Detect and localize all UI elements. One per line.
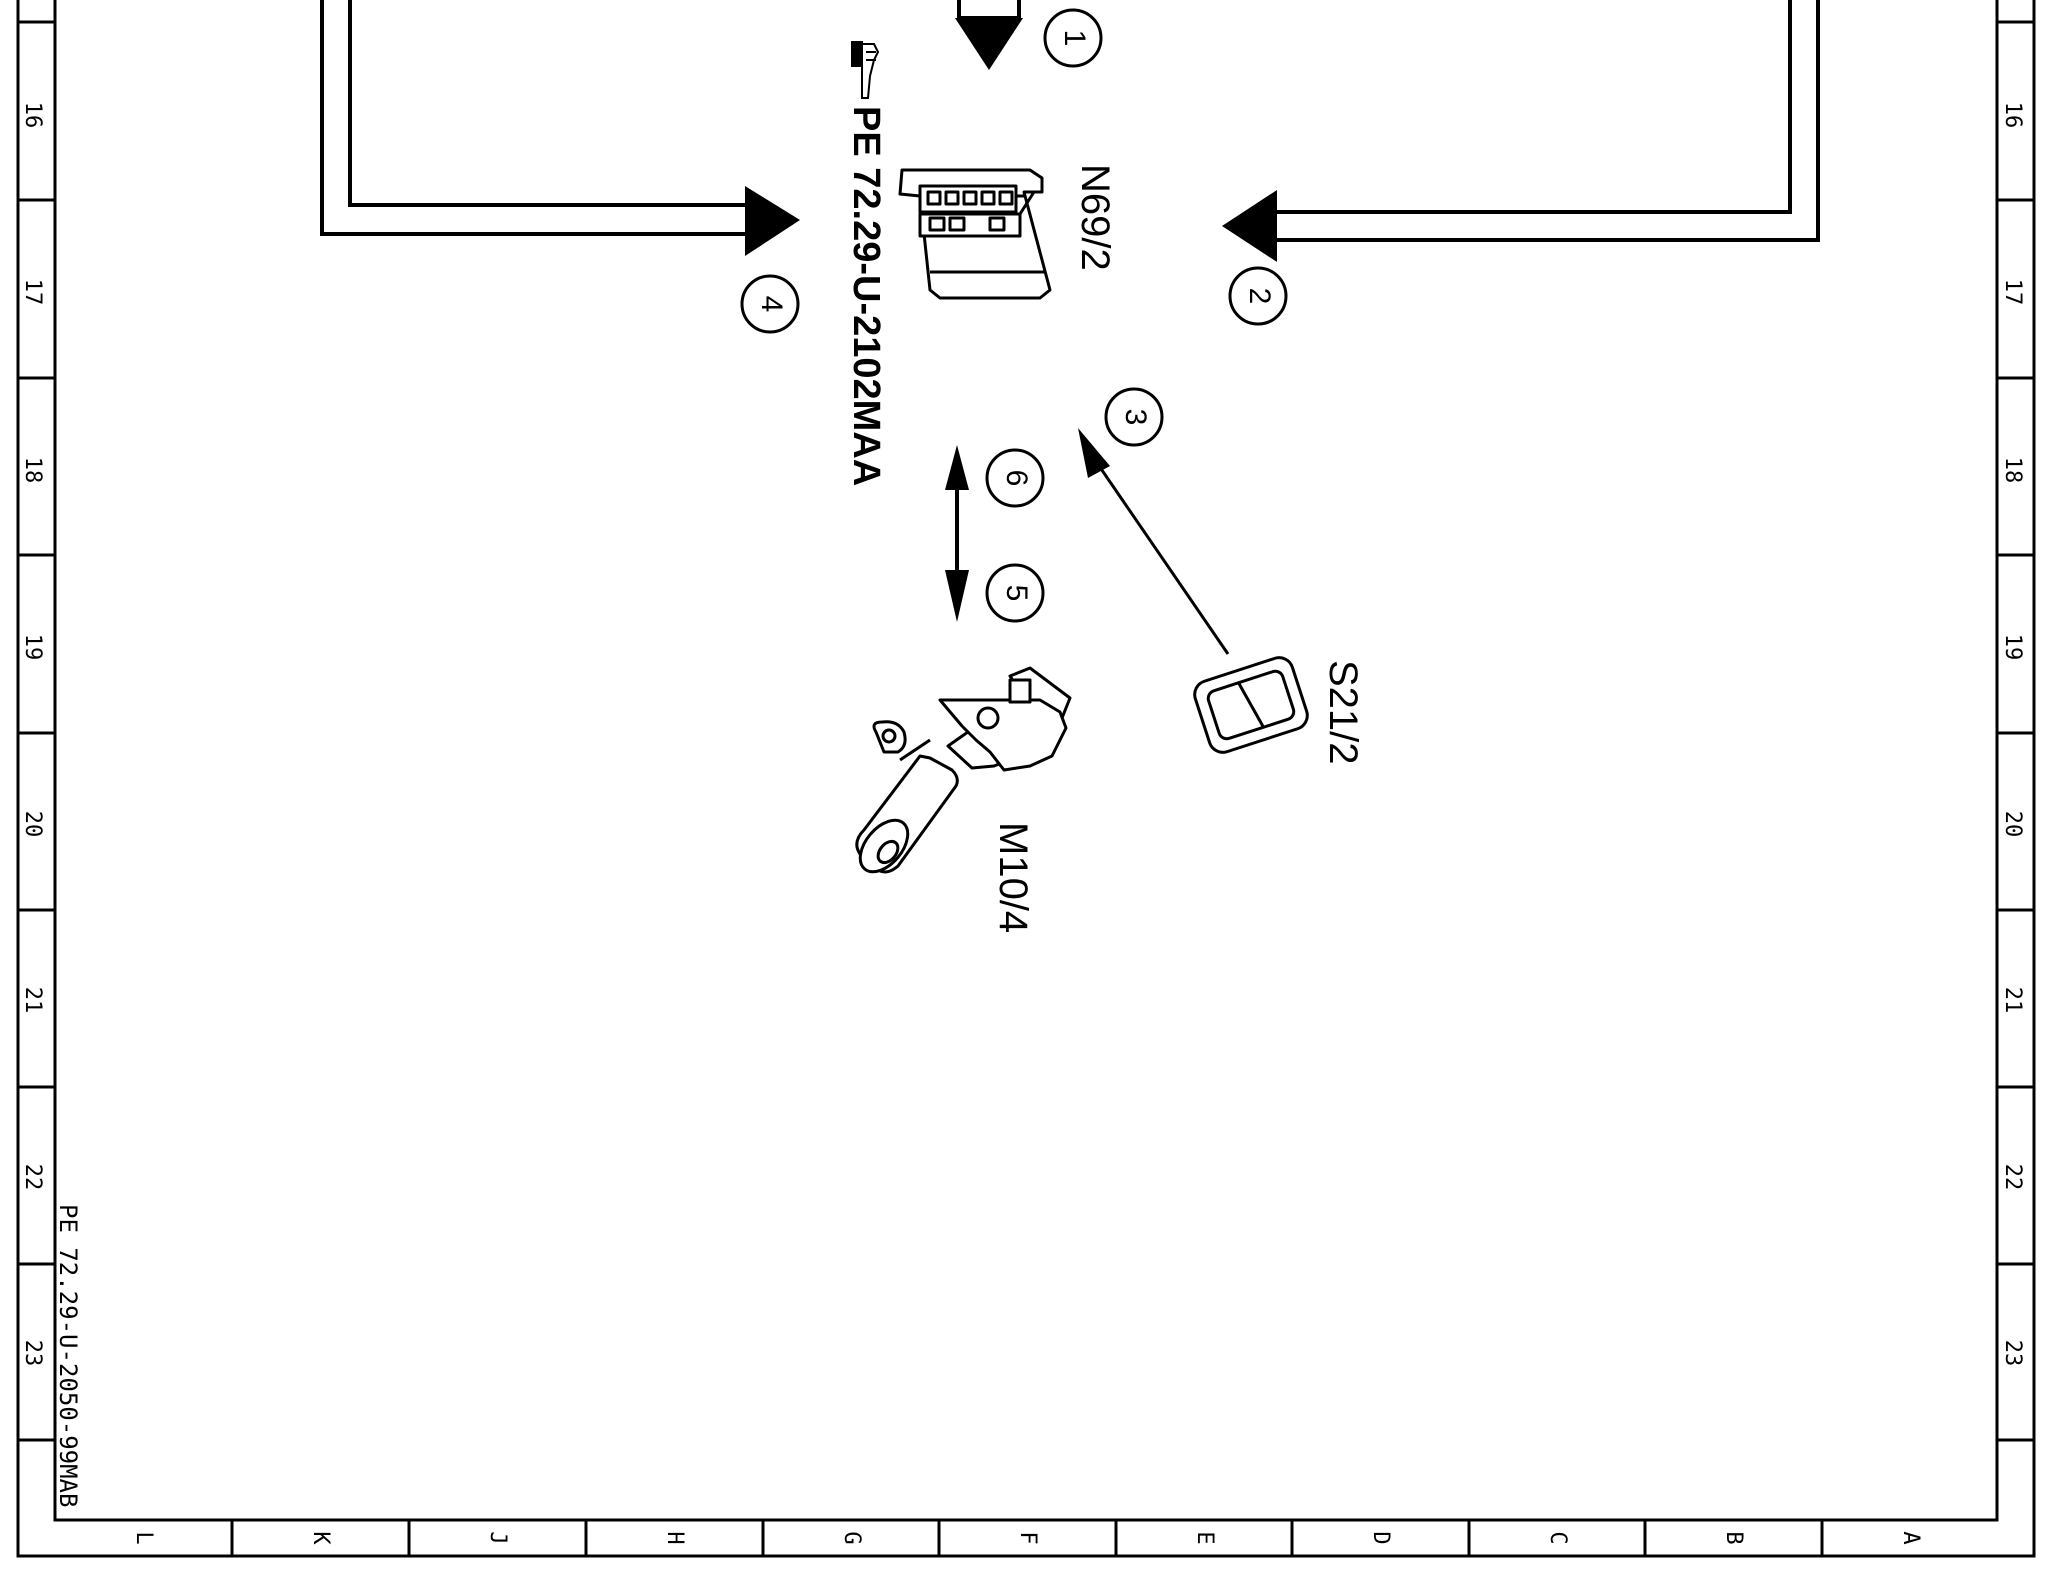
row-label-22-right: 22 (2000, 1164, 2025, 1191)
row-label-16-right: 16 (2000, 102, 2025, 129)
motor-link-arrow (945, 445, 969, 622)
row-label-18-right: 18 (2000, 457, 2025, 484)
right-row-ruler (1997, 20, 2034, 1442)
col-label-A: A (1898, 1531, 1923, 1544)
row-label-17: 17 (20, 279, 45, 306)
callout-5: 5 (985, 563, 1045, 623)
bus-line-left (320, 0, 748, 236)
window-motor-label: M10/4 (991, 822, 1035, 933)
callout-5-label: 5 (1000, 585, 1033, 602)
row-label-21: 21 (20, 987, 45, 1014)
callout-2: 2 (1228, 266, 1288, 326)
callout-3: 3 (1104, 387, 1164, 447)
row-label-23-right: 23 (2000, 1340, 2025, 1367)
col-label-B: B (1721, 1531, 1746, 1544)
bus-line-right (1272, 0, 1820, 242)
col-label-G: G (839, 1531, 864, 1544)
callout-1: 1 (1043, 8, 1103, 68)
callout-6: 6 (985, 448, 1045, 508)
callout-4: 4 (740, 274, 800, 334)
bus-arrowhead-left (745, 186, 800, 256)
col-label-C: C (1545, 1531, 1570, 1544)
row-label-20-right: 20 (2000, 811, 2025, 838)
switch-icon (1193, 656, 1309, 754)
row-label-22: 22 (20, 1164, 45, 1191)
col-label-H: H (662, 1531, 687, 1544)
left-row-ruler (18, 20, 55, 1442)
callout-2-label: 2 (1243, 288, 1276, 305)
col-label-L: L (131, 1531, 156, 1544)
callout-markers: 1 2 3 4 5 6 (740, 8, 1288, 623)
bus-line-top (957, 0, 1021, 20)
row-label-21-right: 21 (2000, 987, 2025, 1014)
drawing-reference-code: PE 72.29-U-2050-99MAB (54, 1204, 82, 1507)
part-reference-code: PE 72.29-U-2102MAA (845, 106, 887, 486)
col-label-K: K (308, 1531, 333, 1545)
callout-4-label: 4 (755, 296, 788, 313)
callout-6-label: 6 (1000, 470, 1033, 487)
bottom-column-ruler (230, 1520, 1824, 1556)
bottom-column-labels: L K J H G F E D C B A (131, 1531, 1923, 1545)
col-label-E: E (1192, 1531, 1217, 1544)
bus-arrowhead-right (1222, 190, 1277, 262)
col-label-F: F (1015, 1531, 1040, 1544)
bus-arrowhead-top (955, 18, 1023, 70)
row-label-16: 16 (20, 102, 45, 129)
row-label-19-right: 19 (2000, 634, 2025, 661)
switch-label: S21/2 (1321, 660, 1365, 765)
window-motor-icon (855, 666, 1072, 874)
left-row-labels: 16 17 18 19 20 21 22 23 (20, 102, 45, 1367)
row-label-20: 20 (20, 811, 45, 838)
control-unit-icon (898, 168, 1052, 300)
col-label-D: D (1368, 1531, 1393, 1544)
drawing-frame (16, 0, 2036, 1558)
col-label-J: J (485, 1531, 510, 1544)
control-unit-label: N69/2 (1073, 164, 1117, 271)
pointing-hand-icon (851, 41, 880, 99)
callout-3-label: 3 (1119, 409, 1152, 426)
row-label-18: 18 (20, 457, 45, 484)
row-label-23: 23 (20, 1340, 45, 1367)
right-row-labels: 16 17 18 19 20 21 22 23 (2000, 102, 2025, 1367)
switch-link-arrow (1078, 428, 1230, 655)
row-label-17-right: 17 (2000, 279, 2025, 306)
callout-1-label: 1 (1058, 30, 1091, 47)
row-label-19: 19 (20, 634, 45, 661)
